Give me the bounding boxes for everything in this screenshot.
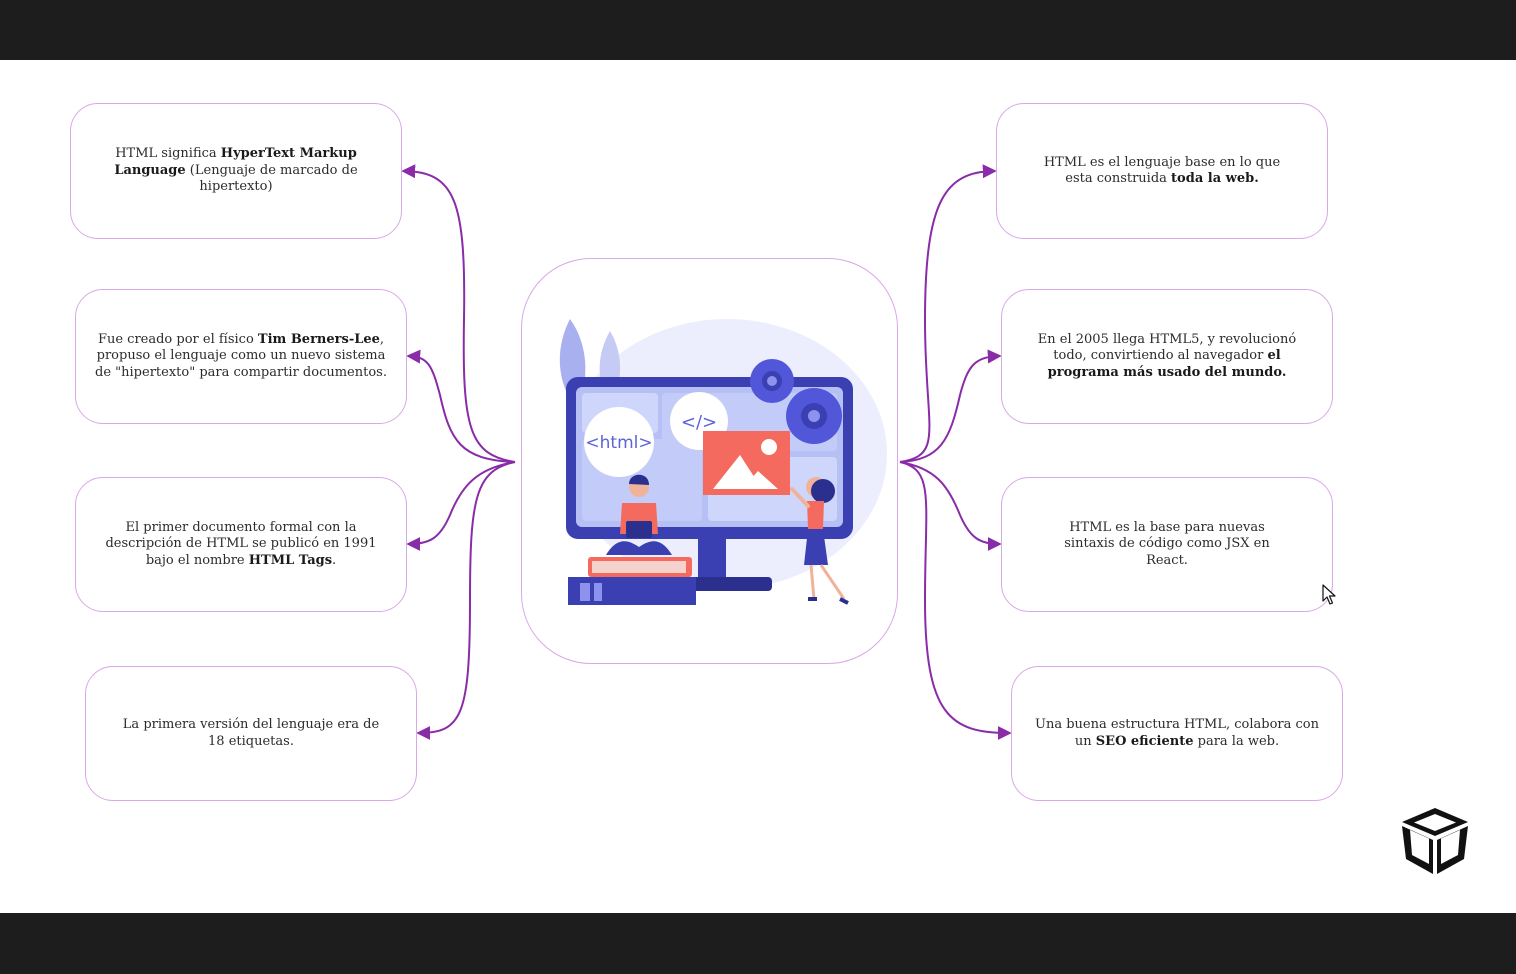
html-bubble	[584, 407, 654, 477]
card-left-1: HTML significa HyperText Markup Language…	[70, 103, 402, 239]
mouse-pointer-icon	[1322, 584, 1336, 605]
card-text-bold: el programa más usado del mundo.	[1047, 348, 1287, 380]
card-right-2: En el 2005 llega HTML5, y revolucionó to…	[1001, 289, 1333, 424]
gear-icon	[750, 359, 794, 403]
top-letterbox	[0, 0, 1516, 60]
card-right-4: Una buena estructura HTML, colabora con …	[1011, 666, 1343, 801]
card-text-bold: toda la web.	[1171, 171, 1259, 186]
cube-logo-icon	[1402, 808, 1468, 874]
card-text-bold: HTML Tags	[248, 552, 333, 568]
card-right-3: HTML es la base para nuevas sintaxis de …	[1001, 477, 1333, 612]
card-text-run: HTML es la base para nuevas sintaxis de …	[1064, 519, 1270, 568]
html-tag-label: <html>	[585, 433, 652, 453]
card-text-run: .	[332, 552, 337, 568]
card-text-run: En el 2005 llega HTML5, y revolucionó to…	[1037, 331, 1297, 364]
card-text-run: HTML significa	[115, 146, 221, 162]
developer-illustration: <html> </>	[559, 319, 887, 605]
standing-woman-figure	[790, 477, 849, 605]
card-right-1: HTML es el lenguaje base en lo que esta …	[996, 103, 1328, 239]
card-text-bold: Tim Berners-Lee	[257, 331, 380, 347]
card-text-run: Fue creado por el físico	[97, 331, 258, 347]
card-text: Una buena estructura HTML, colabora con …	[1028, 717, 1326, 750]
center-node: <html> </>	[521, 258, 898, 664]
code-tag-label: </>	[681, 412, 717, 433]
card-text-run: , propuso el lenguaje como un nuevo sist…	[95, 331, 387, 380]
card-text: HTML es la base para nuevas sintaxis de …	[1042, 520, 1292, 570]
gear-icon	[786, 388, 842, 444]
card-left-3: El primer documento formal con la descri…	[75, 477, 407, 612]
card-text-run: El primer documento formal con la descri…	[105, 519, 377, 568]
card-text: En el 2005 llega HTML5, y revolucionó to…	[1024, 332, 1310, 382]
bottom-letterbox	[0, 913, 1516, 974]
card-left-4: La primera versión del lenguaje era de 1…	[85, 666, 417, 801]
card-left-2: Fue creado por el físico Tim Berners-Lee…	[75, 289, 407, 424]
card-text-bold: HyperText Markup Language	[114, 146, 357, 178]
card-text: HTML es el lenguaje base en lo que esta …	[1031, 155, 1293, 188]
card-text-run: La primera versión del lenguaje era de 1…	[122, 717, 380, 749]
card-text-run: HTML es el lenguaje base en lo que esta …	[1043, 154, 1281, 187]
card-text: HTML significa HyperText Markup Language…	[85, 146, 387, 196]
sitting-developer-figure	[606, 474, 672, 555]
card-text: La primera versión del lenguaje era de 1…	[116, 717, 386, 750]
card-text-run: (Lenguaje de marcado de hipertexto)	[185, 162, 358, 195]
card-text-bold: SEO eficiente	[1095, 733, 1194, 749]
card-text-run: para la web.	[1193, 733, 1280, 749]
monitor-stand	[698, 539, 726, 583]
card-text: Fue creado por el físico Tim Berners-Lee…	[90, 332, 392, 382]
card-text: El primer documento formal con la descri…	[90, 520, 392, 570]
card-text-run: Una buena estructura HTML, colabora con …	[1035, 717, 1319, 749]
